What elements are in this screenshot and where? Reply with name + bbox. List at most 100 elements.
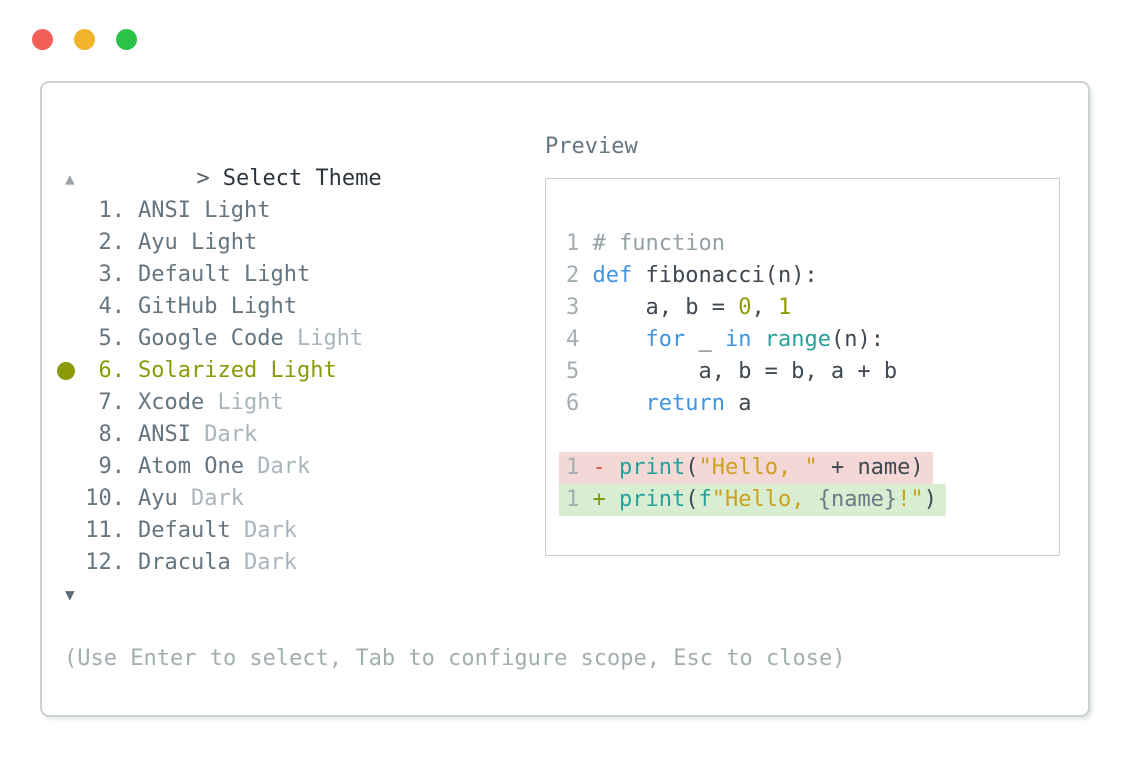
- code-segment-plain: [579, 263, 592, 288]
- theme-item-variant: Light: [204, 390, 284, 415]
- code-segment-plain: (: [685, 455, 699, 480]
- theme-item-number: 2.: [98, 230, 126, 255]
- code-segment-plain: (: [685, 487, 699, 512]
- code-segment-keyword: def: [592, 263, 633, 288]
- diff-line-added: 1 + print(f"Hello, {name}!"): [559, 484, 1059, 516]
- code-segment-comment: # function: [579, 231, 725, 256]
- theme-list-item-12[interactable]: 12.Dracula Dark: [64, 547, 522, 579]
- diff-highlight-removed: 1 - print("Hello, " + name): [559, 452, 933, 484]
- zoom-window-button[interactable]: [116, 29, 137, 50]
- code-segment-plain: a, b = b, a + b: [579, 359, 898, 384]
- theme-item-number: 1.: [98, 198, 126, 223]
- code-segment-function: print: [619, 455, 686, 480]
- diff-line-removed: 1 - print("Hello, " + name): [559, 452, 1059, 484]
- theme-list-item-3[interactable]: 3.Default Light: [64, 259, 522, 291]
- code-segment-number: 1: [777, 295, 792, 320]
- code-segment-plain: [579, 487, 592, 512]
- code-line: 4 for _ in range(n):: [566, 324, 1059, 356]
- theme-item-variant: Light: [257, 358, 337, 383]
- code-line: 6 return a: [566, 388, 1059, 420]
- code-segment-plain: a: [724, 391, 752, 416]
- code-segment-interpolation: {name}: [817, 487, 898, 512]
- theme-item-variant: Light: [190, 198, 271, 223]
- code-segment-plain: fibonacci(n):: [632, 263, 818, 288]
- code-segment-diff_minus: -: [592, 455, 606, 480]
- code-segment-plain: + name): [817, 455, 924, 480]
- code-segment-plain: a, b =: [579, 295, 739, 320]
- theme-item-number: 3.: [98, 262, 126, 287]
- code-segment-plain: _: [685, 327, 725, 352]
- theme-list-item-5[interactable]: 5.Google Code Light: [64, 323, 522, 355]
- window-controls: [32, 29, 137, 50]
- theme-list-item-6[interactable]: 6.Solarized Light: [57, 355, 522, 387]
- code-segment-ln: 1: [566, 231, 580, 256]
- code-segment-function: f: [698, 487, 712, 512]
- code-segment-plain: [751, 327, 764, 352]
- code-segment-ln: 5: [566, 359, 580, 384]
- code-segment-ln: 3: [566, 295, 580, 320]
- theme-item-name: Ayu: [138, 486, 178, 511]
- selected-bullet-icon: [57, 362, 75, 380]
- minimize-window-button[interactable]: [74, 29, 95, 50]
- code-segment-ln: 1: [566, 455, 580, 480]
- theme-list-item-10[interactable]: 10.Ayu Dark: [64, 483, 522, 515]
- theme-item-variant: Light: [230, 262, 311, 287]
- code-segment-string: "Hello,: [711, 487, 818, 512]
- prompt: > Select Theme: [64, 131, 522, 191]
- theme-item-name: ANSI: [138, 198, 191, 223]
- theme-list-item-4[interactable]: 4.GitHub Light: [64, 291, 522, 323]
- prompt-caret-icon: >: [196, 166, 210, 191]
- code-line: 2 def fibonacci(n):: [566, 260, 1059, 292]
- footer-hint: (Use Enter to select, Tab to configure s…: [64, 646, 846, 671]
- scroll-up-icon[interactable]: ▲: [65, 169, 75, 188]
- theme-item-variant: Light: [177, 230, 258, 255]
- theme-item-name: Ayu: [138, 230, 178, 255]
- code-segment-keyword: return: [645, 391, 725, 416]
- diff-highlight-added: 1 + print(f"Hello, {name}!"): [559, 484, 946, 516]
- theme-item-name: Dracula: [138, 550, 231, 575]
- code-segment-plain: (n):: [830, 327, 884, 352]
- code-segment-plain: ,: [751, 295, 778, 320]
- theme-list-item-8[interactable]: 8.ANSI Dark: [64, 419, 522, 451]
- preview-title: Preview: [545, 134, 638, 159]
- code-line: 1 # function: [566, 228, 1059, 260]
- code-segment-number: 0: [738, 295, 752, 320]
- code-segment-plain: [606, 455, 619, 480]
- code-segment-plain: [579, 391, 645, 416]
- theme-list-item-9[interactable]: 9.Atom One Dark: [64, 451, 522, 483]
- theme-item-name: Google Code: [138, 326, 284, 351]
- theme-list-item-7[interactable]: 7.Xcode Light: [64, 387, 522, 419]
- code-segment-ln: 1: [566, 487, 580, 512]
- scroll-down-icon[interactable]: ▼: [65, 585, 75, 604]
- code-segment-function: print: [619, 487, 686, 512]
- code-segment-ln: 2: [566, 263, 580, 288]
- code-line: 5 a, b = b, a + b: [566, 356, 1059, 388]
- code-segment-ln: 6: [566, 391, 580, 416]
- theme-list-item-11[interactable]: 11.Default Dark: [64, 515, 522, 547]
- theme-item-name: GitHub: [138, 294, 218, 319]
- theme-item-variant: Dark: [190, 422, 258, 447]
- theme-item-variant: Dark: [243, 454, 311, 479]
- theme-item-number: 12.: [85, 550, 125, 575]
- selected-item-marker: [57, 362, 85, 380]
- code-segment-string: "Hello, ": [698, 455, 818, 480]
- theme-item-name: Atom One: [138, 454, 244, 479]
- theme-list-item-1[interactable]: 1. ANSI Light: [64, 195, 522, 227]
- code-segment-diff_plus: +: [592, 487, 606, 512]
- close-window-button[interactable]: [32, 29, 53, 50]
- code-segment-plain: [579, 327, 645, 352]
- code-line: 3 a, b = 0, 1: [566, 292, 1059, 324]
- code-segment-string: !": [897, 487, 924, 512]
- theme-item-variant: Light: [283, 326, 364, 351]
- theme-item-number: 4.: [98, 294, 126, 319]
- theme-list-item-2[interactable]: 2. Ayu Light: [64, 227, 522, 259]
- prompt-title: Select Theme: [222, 166, 382, 191]
- diff-block: 1 - print("Hello, " + name)1 + print(f"H…: [559, 452, 1059, 516]
